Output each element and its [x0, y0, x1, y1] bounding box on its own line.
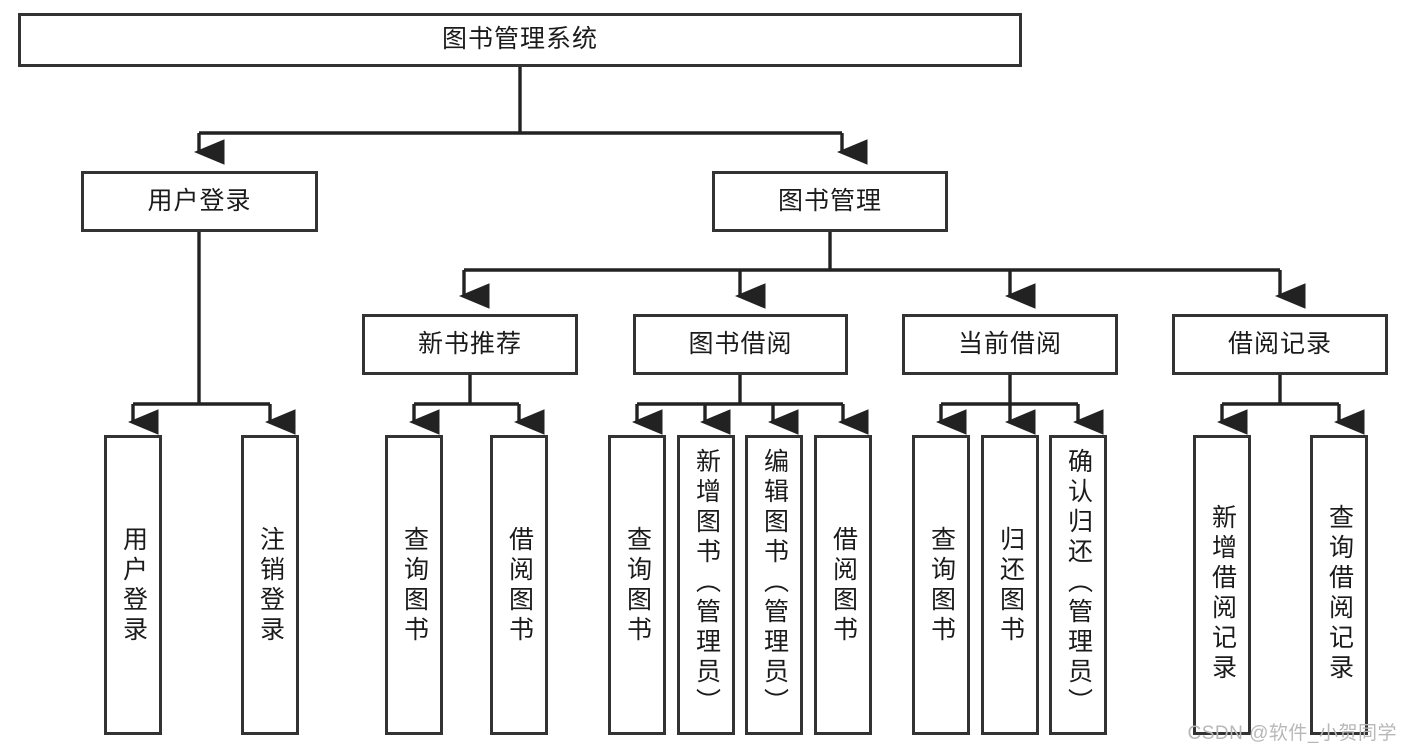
node-book-borrow[interactable]: 图书借阅	[633, 314, 848, 375]
node-book-borrow-label: 图书借阅	[688, 329, 793, 358]
node-leaf-edit-book[interactable]: 编辑图书（管理员）	[745, 435, 803, 735]
csdn-watermark: CSDN @软件_小贺同学	[1187, 723, 1397, 744]
node-leaf-add-record[interactable]: 新增借阅记录	[1193, 435, 1251, 735]
node-root-label: 图书管理系统	[441, 25, 598, 54]
node-leaf-query-record[interactable]: 查询借阅记录	[1310, 435, 1368, 735]
node-new-book-recommend[interactable]: 新书推荐	[362, 314, 578, 375]
node-leaf-query-book-3-label: 查询图书	[927, 526, 956, 646]
node-leaf-user-logout-label: 注销登录	[256, 526, 285, 646]
node-user-login[interactable]: 用户登录	[81, 171, 318, 232]
node-borrow-record[interactable]: 借阅记录	[1172, 314, 1388, 375]
node-leaf-add-book[interactable]: 新增图书（管理员）	[677, 435, 735, 735]
node-leaf-query-book-2-label: 查询图书	[623, 526, 652, 646]
node-leaf-edit-book-label: 编辑图书（管理员）	[760, 448, 789, 718]
node-leaf-user-login-label: 用户登录	[119, 526, 148, 646]
node-root[interactable]: 图书管理系统	[18, 13, 1022, 67]
node-leaf-add-book-label: 新增图书（管理员）	[692, 448, 721, 718]
node-current-borrow-label: 当前借阅	[957, 329, 1062, 358]
node-leaf-borrow-book-2-label: 借阅图书	[829, 526, 858, 646]
node-leaf-borrow-book-2[interactable]: 借阅图书	[814, 435, 872, 735]
node-leaf-user-login[interactable]: 用户登录	[104, 435, 162, 735]
node-leaf-borrow-book-1-label: 借阅图书	[505, 526, 534, 646]
node-user-login-label: 用户登录	[147, 186, 252, 215]
node-leaf-user-logout[interactable]: 注销登录	[241, 435, 299, 735]
node-book-manage-label: 图书管理	[777, 186, 882, 215]
node-leaf-query-book-3[interactable]: 查询图书	[912, 435, 970, 735]
node-leaf-query-book-2[interactable]: 查询图书	[608, 435, 666, 735]
node-new-book-recommend-label: 新书推荐	[417, 329, 522, 358]
node-leaf-confirm-return-label: 确认归还（管理员）	[1064, 448, 1093, 718]
node-leaf-confirm-return[interactable]: 确认归还（管理员）	[1049, 435, 1107, 735]
node-leaf-add-record-label: 新增借阅记录	[1208, 504, 1237, 684]
node-borrow-record-label: 借阅记录	[1227, 329, 1332, 358]
node-book-manage[interactable]: 图书管理	[712, 171, 948, 232]
node-leaf-return-book[interactable]: 归还图书	[981, 435, 1039, 735]
node-leaf-return-book-label: 归还图书	[996, 526, 1025, 646]
node-leaf-borrow-book-1[interactable]: 借阅图书	[490, 435, 548, 735]
node-leaf-query-record-label: 查询借阅记录	[1325, 504, 1354, 684]
node-leaf-query-book-1[interactable]: 查询图书	[385, 435, 443, 735]
node-leaf-query-book-1-label: 查询图书	[400, 526, 429, 646]
node-current-borrow[interactable]: 当前借阅	[902, 314, 1118, 375]
